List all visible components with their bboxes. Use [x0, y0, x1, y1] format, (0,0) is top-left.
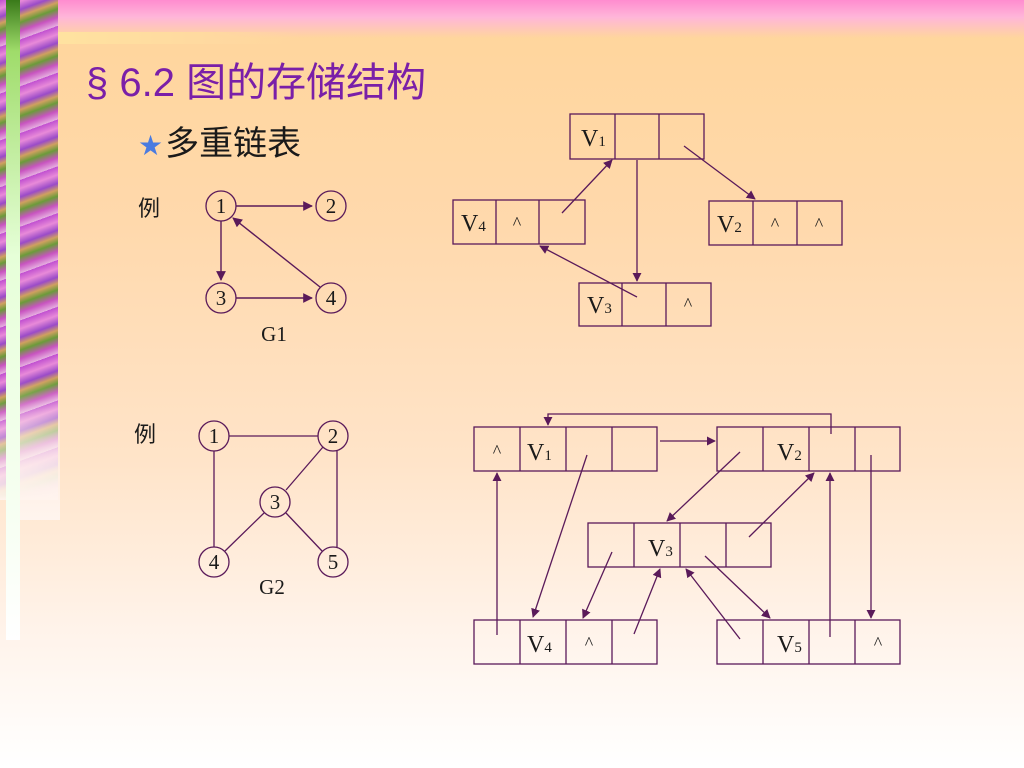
list2-node-v3: [587, 522, 772, 568]
list1-node-v4: [452, 199, 586, 245]
list2-arrow-v3-to-v4: [582, 551, 613, 619]
list1-node-v4-box: [452, 199, 586, 245]
list2-arrow-v3-to-v5: [704, 555, 771, 619]
g2-edges: [213, 435, 338, 552]
list2-v1-label: V1: [527, 440, 552, 466]
list1-v4-cell1: ^: [513, 213, 522, 233]
list1-v3-label: V3: [587, 293, 612, 319]
multilist-g1-text: V1 V4 ^ V2 ^ ^ V3 ^: [461, 126, 824, 319]
list2-arrow-v1-to-v4: [531, 454, 588, 618]
g1-node-1-label: 1: [216, 194, 227, 218]
left-green-bar: [6, 0, 20, 640]
list2-v3-label: V3: [648, 536, 673, 562]
list2-node-v4: [473, 619, 658, 665]
list2-node-v2: [716, 426, 901, 472]
list1-v2-cell1: ^: [771, 214, 780, 234]
list1-node-v3-box: [578, 282, 712, 327]
subtitle: ★多重链表: [138, 116, 301, 165]
list2-v4-label: V4: [527, 632, 552, 658]
list2-arrow-v5-to-v3: [685, 568, 741, 640]
g2-example-label: 例: [134, 422, 156, 447]
g2-node-2-label: 2: [328, 424, 339, 448]
g2-node-1-label: 1: [209, 424, 220, 448]
g1-node-4: [315, 282, 347, 314]
list1-v3-cell2: ^: [684, 294, 693, 314]
list2-v4-cell1: ^: [585, 633, 594, 653]
list1-v2-label: V2: [717, 212, 742, 238]
g2-node-3: [259, 486, 291, 518]
g1-example-label: 例: [138, 196, 160, 221]
multilist-g1: [452, 113, 843, 327]
list2-arrow-v2-to-v1-top: [543, 413, 832, 434]
g2-name: G2: [259, 575, 285, 599]
star-icon: ★: [138, 130, 164, 161]
g1-node-4-label: 4: [326, 286, 337, 310]
list1-arrow-v4-to-v1: [561, 159, 613, 214]
g1-node-3-label: 3: [216, 286, 227, 310]
list1-v2-cell2: ^: [815, 214, 824, 234]
page-title: § 6.2 图的存储结构: [86, 61, 427, 105]
g2-node-3-label: 3: [270, 490, 281, 514]
g2-nodes: 1 2 3 4 5: [198, 420, 349, 578]
g1-node-2: [315, 190, 347, 222]
g1-nodes: 1 2 3 4: [205, 190, 347, 314]
g2-node-1: [198, 420, 230, 452]
list1-node-v1-box: [569, 113, 705, 160]
list1-node-v2: [708, 200, 843, 246]
list2-v2-label: V2: [777, 440, 802, 466]
g1-edges: [216, 201, 321, 303]
list2-node-v5: [716, 619, 901, 665]
g2-node-2: [317, 420, 349, 452]
list2-arrow-v4-to-v3: [633, 568, 662, 635]
g1-node-2-label: 2: [326, 194, 337, 218]
left-fade: [20, 380, 60, 520]
list1-v4-label: V4: [461, 211, 486, 237]
g2-node-5: [317, 546, 349, 578]
list2-arrow-v3-to-v2: [748, 472, 815, 538]
multilist-g2-text: ^ V1 V2 V3 V4 ^ V5 ^: [493, 440, 883, 658]
list2-v5-label: V5: [777, 632, 802, 658]
g2-node-5-label: 5: [328, 550, 339, 574]
g2-edge-2-3: [285, 446, 324, 491]
g1-name: G1: [261, 322, 287, 346]
list1-node-v3: [578, 282, 712, 327]
graph-g1: 例 1 2 3 4 G1: [138, 190, 347, 346]
g1-node-3: [205, 282, 237, 314]
graph-g2: 例 1 2 3 4 5 G2: [134, 420, 349, 599]
list1-node-v1: [569, 113, 705, 160]
g2-node-4-label: 4: [209, 550, 220, 574]
list2-node-v1: [473, 426, 658, 472]
list1-node-v2-box: [708, 200, 843, 246]
list2-v1-cell0: ^: [493, 441, 502, 461]
title-highlight: [0, 32, 300, 44]
list1-v1-label: V1: [581, 126, 606, 152]
list1-arrow-v1-to-v2: [683, 145, 756, 200]
multilist-g2: [473, 413, 901, 665]
g2-edge-3-5: [285, 512, 323, 552]
subtitle-text: 多重链表: [165, 125, 302, 163]
g2-edge-3-4: [224, 512, 265, 552]
g1-edge-4-1: [232, 217, 321, 288]
g1-node-1: [205, 190, 237, 222]
g2-node-4: [198, 546, 230, 578]
top-banner: [0, 0, 1024, 38]
list1-arrow-v3-to-v4: [539, 245, 638, 298]
list2-v5-cell2: ^: [874, 633, 883, 653]
list2-arrow-v2-to-v3: [666, 451, 741, 522]
